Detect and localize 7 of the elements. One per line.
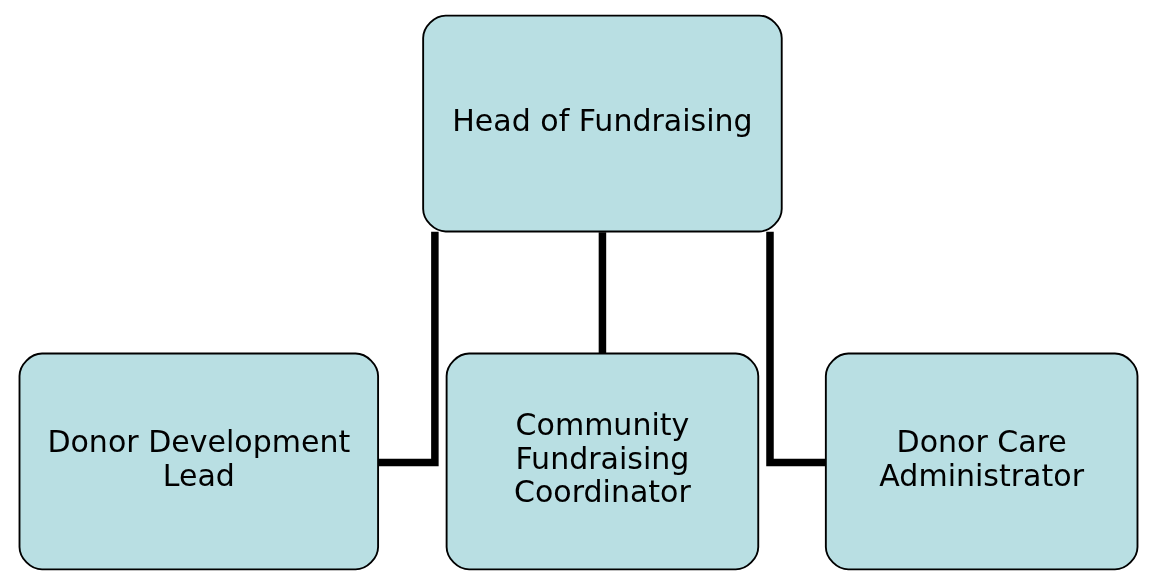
node-box: Donor Development Lead bbox=[18, 352, 380, 571]
node-box: Head of Fundraising bbox=[422, 14, 783, 233]
connector bbox=[378, 231, 439, 467]
connector bbox=[766, 231, 826, 467]
connector bbox=[598, 232, 607, 354]
node-box: Donor Care Administrator bbox=[824, 352, 1139, 571]
node-box: Community Fundraising Coordinator bbox=[445, 352, 760, 571]
